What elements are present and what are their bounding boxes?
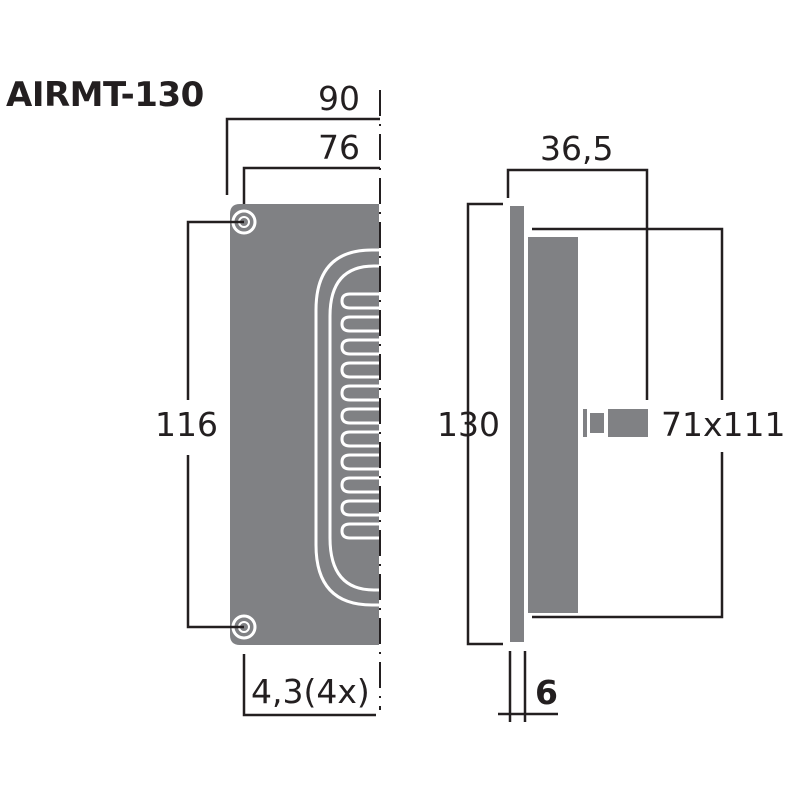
model-title: AIRMT-130 <box>6 75 204 115</box>
dim-line-71x111-bottom <box>532 452 724 619</box>
dim-line-90 <box>225 117 380 195</box>
dim-label-36-5: 36,5 <box>540 129 614 168</box>
dim-label-116: 116 <box>155 405 218 444</box>
grille-slots <box>340 292 379 540</box>
dim-label-76: 76 <box>318 128 360 167</box>
dim-line-130 <box>466 202 503 646</box>
dim-line-116-top <box>186 220 244 400</box>
dim-line-hole <box>242 654 376 717</box>
front-view <box>186 90 381 717</box>
terminal-pin <box>583 409 587 437</box>
dim-label-hole-diameter: 4,3(4x) <box>251 672 370 711</box>
dim-label-130: 130 <box>437 405 500 444</box>
dim-line-36-5 <box>506 168 649 400</box>
grille-outline-inner <box>328 264 379 592</box>
tweeter-body <box>528 237 578 613</box>
grille-outline-outer <box>314 248 379 607</box>
flange <box>510 206 524 642</box>
dim-label-6: 6 <box>535 673 558 712</box>
terminal-small <box>590 413 604 433</box>
dim-line-116-bottom <box>186 455 244 629</box>
terminal-block <box>608 409 648 437</box>
side-view <box>466 168 724 722</box>
dim-label-90: 90 <box>318 79 360 118</box>
dim-label-71x111: 71x111 <box>661 405 786 444</box>
dim-line-71x111-top <box>532 227 724 400</box>
